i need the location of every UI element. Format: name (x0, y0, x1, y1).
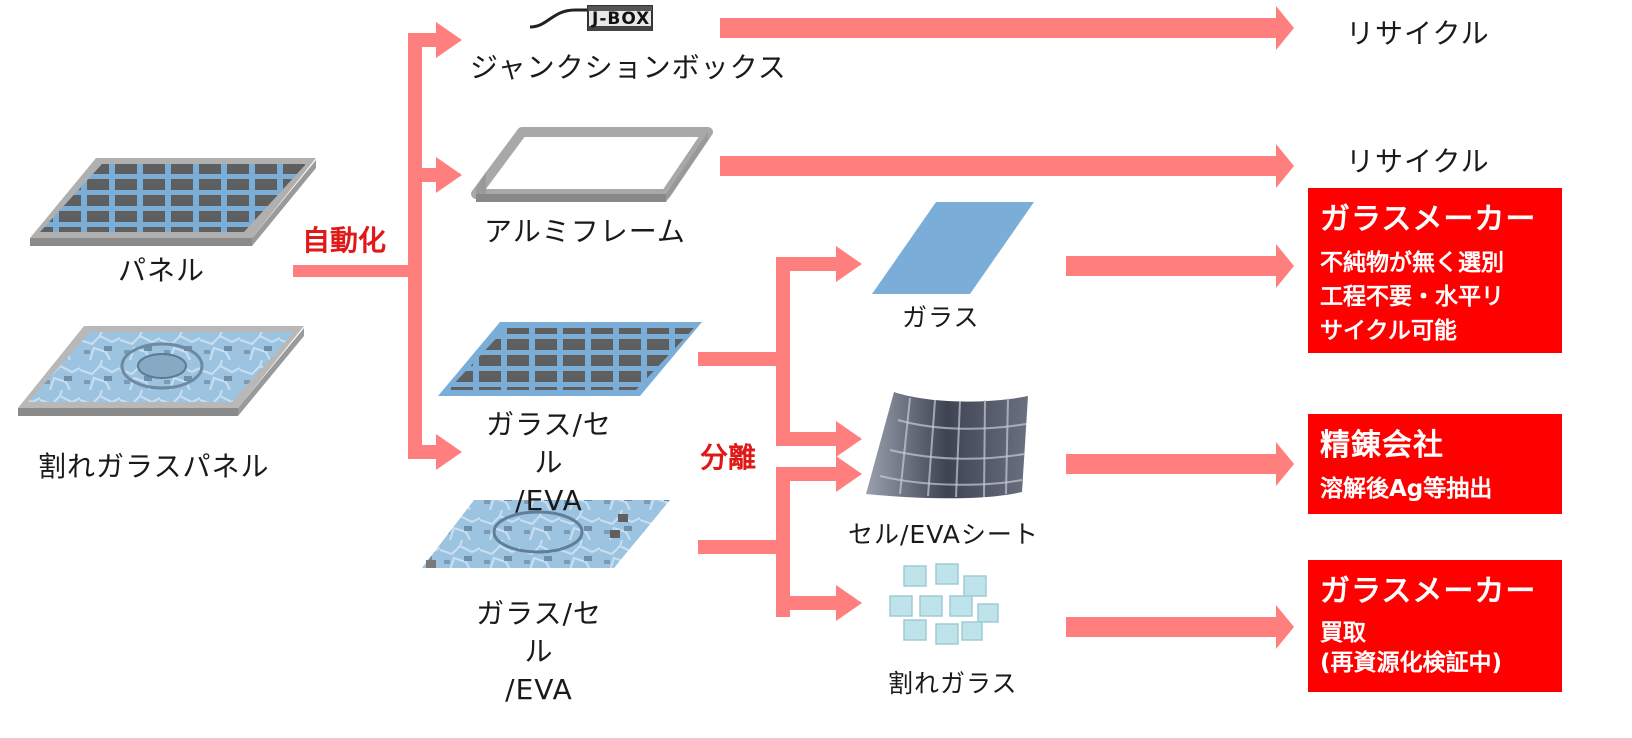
cell-eva-sheet-label: セル/EVAシート (848, 520, 1039, 549)
separation-arrows (698, 246, 862, 621)
j-box-tag: J-BOX (592, 9, 651, 29)
destination-detail: 溶解後Ag等抽出 (1320, 476, 1493, 502)
glass-sheet-icon (872, 202, 1034, 294)
auto-label: 自動化 (302, 224, 387, 257)
broken-glass-label: 割れガラス (888, 669, 1018, 698)
broken-glass-panel-icon (18, 326, 304, 416)
solar-panel-icon (30, 158, 316, 246)
destination-detail: 不純物が無く選別 工程不要・水平リ サイクル可能 (1320, 250, 1504, 344)
junction-box-label: ジャンクションボックス (470, 51, 787, 84)
auto-trunk-arrow (293, 22, 462, 470)
glass-cell-eva-label-2: ガラス/セル /EVA (476, 597, 602, 706)
destination-title: ガラスメーカー (1320, 574, 1537, 609)
recycle-label-2: リサイクル (1346, 145, 1490, 178)
destination-detail: 買取 (再資源化検証中) (1320, 620, 1503, 676)
junction-box-icon (529, 5, 653, 31)
glass-cell-eva-layer-icon (438, 322, 702, 396)
aluminum-frame-icon (471, 127, 713, 202)
destination-box-glass-maker-2: ガラスメーカー 買取 (再資源化検証中) (1308, 560, 1562, 692)
broken-glass-cubes-icon (889, 563, 999, 645)
destination-box-refinery: 精錬会社 溶解後Ag等抽出 (1308, 414, 1562, 514)
cell-eva-sheet-icon (866, 392, 1028, 499)
glass-label: ガラス (902, 303, 980, 332)
destination-box-glass-maker-1: ガラスメーカー 不純物が無く選別 工程不要・水平リ サイクル可能 (1308, 188, 1562, 353)
output-arrows (720, 6, 1294, 649)
recycle-label-1: リサイクル (1346, 17, 1490, 50)
panel-label: パネル (118, 254, 206, 287)
broken-glass-cell-eva-icon (422, 500, 670, 568)
aluminum-frame-label: アルミフレーム (484, 215, 686, 248)
destination-title: ガラスメーカー (1320, 202, 1537, 237)
glass-cell-eva-label-1: ガラス/セル /EVA (486, 408, 612, 517)
broken-panel-label: 割れガラスパネル (38, 450, 270, 483)
separation-label: 分離 (700, 441, 757, 474)
destination-title: 精錬会社 (1320, 428, 1444, 463)
